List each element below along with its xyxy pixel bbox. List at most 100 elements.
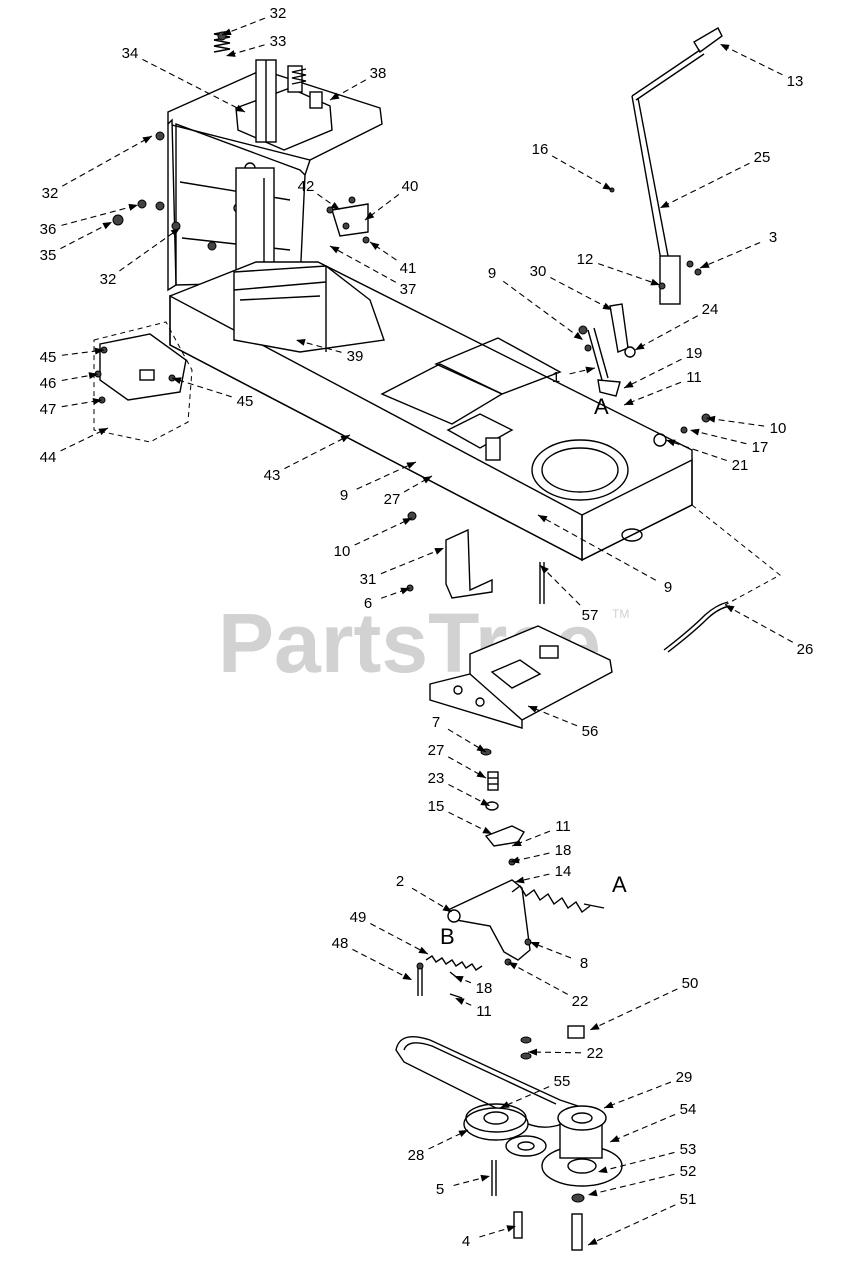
shift-link xyxy=(578,303,636,397)
callout-c33: 33 xyxy=(270,33,287,50)
callout-c12: 12 xyxy=(577,251,594,268)
leader-c29 xyxy=(603,1081,672,1109)
leader-c3 xyxy=(699,241,761,269)
arrowhead-c55 xyxy=(500,1101,510,1108)
arrowhead-c39 xyxy=(296,338,306,346)
callout-c6: 6 xyxy=(364,595,372,612)
leader-c32b xyxy=(61,135,153,187)
arrowhead-c52 xyxy=(588,1189,598,1197)
callout-c2: 2 xyxy=(396,873,404,890)
leader-lines xyxy=(60,17,793,1246)
arrowhead-c47 xyxy=(92,398,102,405)
leader-c53 xyxy=(597,1151,675,1173)
idler-pulley-55 xyxy=(505,1135,547,1157)
callout-c48: 48 xyxy=(332,935,349,952)
arrowhead-c34 xyxy=(235,104,245,112)
arrowhead-c21 xyxy=(666,439,676,447)
arrowhead-c1 xyxy=(585,366,595,374)
leader-c22a xyxy=(507,961,568,995)
leader-c13 xyxy=(719,43,783,76)
leader-c9a xyxy=(502,280,584,341)
callout-c45a: 45 xyxy=(40,349,57,366)
leader-c49 xyxy=(370,923,429,955)
callout-c45b: 45 xyxy=(237,393,254,410)
arrowhead-c31 xyxy=(434,548,444,555)
ref-letter-ra1: A xyxy=(594,394,609,419)
leader-c41 xyxy=(369,241,397,261)
arrowhead-c29 xyxy=(604,1101,614,1109)
arrowhead-c32a xyxy=(222,28,232,35)
callout-c42: 42 xyxy=(298,178,315,195)
callout-c9c: 9 xyxy=(664,579,672,596)
callout-c11c: 11 xyxy=(476,1003,492,1020)
leader-c9b xyxy=(356,461,417,490)
leader-c43 xyxy=(284,434,351,470)
arrowhead-c22a xyxy=(508,962,518,970)
leader-c27a xyxy=(403,475,433,493)
leader-c23 xyxy=(448,783,491,807)
leader-c52 xyxy=(587,1173,675,1196)
arrowhead-c30 xyxy=(602,302,612,310)
arrowhead-c57 xyxy=(540,565,549,574)
arrowhead-c46 xyxy=(88,372,98,380)
callout-c7: 7 xyxy=(432,714,440,731)
arrowhead-c27a xyxy=(422,476,432,484)
arrowhead-c26 xyxy=(725,605,735,613)
callout-c31: 31 xyxy=(360,571,377,588)
callout-c26: 26 xyxy=(797,641,814,658)
arrowhead-c37 xyxy=(330,246,340,254)
top-spring xyxy=(213,30,307,85)
callout-c37: 37 xyxy=(400,281,417,298)
leader-c7 xyxy=(447,728,487,753)
callout-c50: 50 xyxy=(682,975,699,992)
callout-c55: 55 xyxy=(554,1073,571,1090)
arrowhead-c18b xyxy=(454,976,464,983)
leader-c16 xyxy=(551,155,613,191)
callout-c36: 36 xyxy=(40,221,57,238)
rod-26 xyxy=(663,601,731,653)
callout-c18a: 18 xyxy=(555,842,572,859)
leader-c48 xyxy=(352,948,413,981)
arrowhead-c40 xyxy=(365,211,375,220)
arrowhead-c6 xyxy=(400,587,410,595)
arrowhead-c28 xyxy=(458,1130,468,1138)
callout-c5: 5 xyxy=(436,1181,444,1198)
arrowhead-c15 xyxy=(482,826,492,834)
arrowhead-c51 xyxy=(588,1238,598,1245)
arrowhead-c49 xyxy=(418,946,428,954)
leader-c28 xyxy=(428,1129,469,1150)
callout-c35: 35 xyxy=(40,247,57,264)
arrowhead-c25 xyxy=(660,200,670,208)
leader-c11a xyxy=(623,381,682,406)
arrowhead-c41 xyxy=(370,242,380,250)
leader-c39 xyxy=(295,339,342,353)
arrowhead-c11c xyxy=(455,998,465,1005)
arrowhead-c36 xyxy=(128,203,138,211)
arrowhead-c23 xyxy=(480,798,490,806)
callout-c24: 24 xyxy=(702,301,719,318)
callout-c28: 28 xyxy=(408,1147,425,1164)
reference-letters: AAB xyxy=(440,394,627,949)
callout-c41: 41 xyxy=(400,260,417,277)
leader-c9c xyxy=(537,514,657,581)
leader-c27b xyxy=(447,756,487,779)
callout-c14: 14 xyxy=(555,863,572,880)
leader-c10b xyxy=(354,517,413,546)
callout-c53: 53 xyxy=(680,1141,697,1158)
leader-c51 xyxy=(587,1204,676,1246)
callout-c32c: 32 xyxy=(100,271,117,288)
callout-c34: 34 xyxy=(122,45,139,62)
pulley-28 xyxy=(463,1103,529,1141)
callout-c39: 39 xyxy=(347,348,364,365)
callout-c11a: 11 xyxy=(686,369,702,386)
callout-c9a: 9 xyxy=(488,265,496,282)
arrowhead-c35 xyxy=(102,222,112,230)
callout-c56: 56 xyxy=(582,723,599,740)
arrowhead-c10b xyxy=(402,518,412,526)
callout-c19: 19 xyxy=(686,345,703,362)
leader-c36 xyxy=(61,204,139,226)
arrowhead-c27b xyxy=(476,770,486,778)
arrowhead-c3 xyxy=(700,261,710,268)
engine-pulley-54 xyxy=(541,1105,623,1187)
callout-c10a: 10 xyxy=(770,420,787,437)
